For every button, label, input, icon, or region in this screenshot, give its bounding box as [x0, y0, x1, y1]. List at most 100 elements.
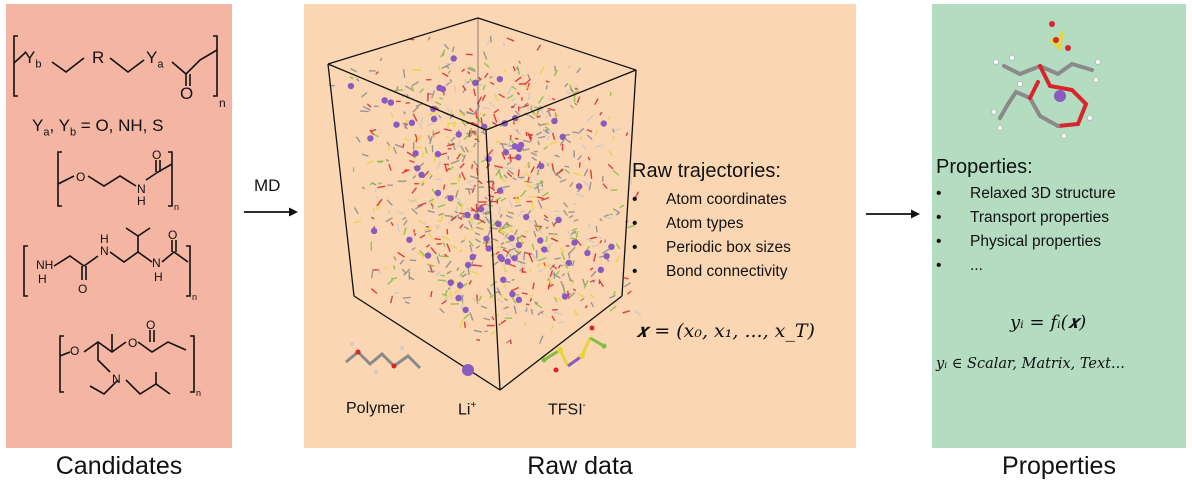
bond-segment	[543, 262, 546, 266]
bond-segment	[531, 156, 538, 162]
lithium-atom	[555, 216, 562, 224]
lithium-atom	[496, 75, 504, 83]
bond-segment	[420, 117, 424, 125]
bond-segment	[594, 98, 599, 106]
bond-segment	[589, 169, 593, 179]
bond-segment	[491, 181, 495, 187]
bond-segment	[472, 108, 479, 116]
bond-segment	[540, 188, 544, 191]
bond-segment	[514, 229, 518, 236]
lithium-atom	[455, 294, 462, 302]
bond-segment	[465, 208, 471, 211]
bond-segment	[371, 216, 375, 220]
bond-segment	[465, 188, 474, 191]
bond-segment	[519, 105, 525, 109]
bond-segment	[587, 222, 591, 228]
bond-segment	[459, 162, 465, 169]
bond-segment	[369, 181, 374, 186]
bond-segment	[519, 236, 524, 243]
bond-segment	[434, 224, 439, 228]
bond-segment	[460, 239, 465, 243]
formula-ya: Ya	[146, 48, 164, 71]
bond-segment	[460, 153, 465, 158]
bond-segment	[450, 216, 457, 222]
bond-segment	[489, 75, 493, 79]
bond-segment	[511, 97, 517, 102]
bond-segment	[402, 216, 407, 221]
bond-segment	[467, 267, 470, 276]
bond-segment	[447, 286, 451, 291]
mol3-n-upper: N	[100, 244, 109, 258]
lithium-atom	[522, 213, 530, 221]
bond-segment	[449, 291, 453, 300]
bond-segment	[529, 174, 533, 181]
bond-segment	[434, 238, 441, 241]
bond-segment	[476, 96, 483, 105]
bond-segment	[583, 280, 589, 289]
bond-segment	[517, 169, 520, 177]
bond-segment	[554, 65, 557, 72]
bond-segment	[502, 185, 511, 189]
mol4-n: N	[112, 372, 121, 386]
properties-caption: Properties	[1002, 452, 1116, 480]
bond-segment	[418, 180, 425, 186]
bond-segment	[565, 244, 570, 247]
bond-segment	[376, 160, 384, 163]
bond-segment	[586, 245, 590, 251]
bond-segment	[599, 218, 603, 222]
mol3-o: O	[78, 282, 88, 296]
bond-segment	[499, 213, 503, 218]
bond-segment	[532, 282, 535, 290]
bond-segment	[511, 278, 515, 282]
lithium-atom	[541, 246, 548, 253]
bond-segment	[467, 149, 472, 153]
bond-segment	[471, 163, 474, 169]
bond-segment	[578, 136, 583, 140]
bond-segment	[457, 175, 460, 182]
bond-segment	[514, 76, 522, 83]
bond-segment	[594, 129, 599, 136]
bond-segment	[469, 107, 474, 113]
bond-segment	[536, 185, 540, 194]
bond-segment	[503, 306, 509, 310]
bond-segment	[503, 233, 510, 240]
bond-segment	[523, 251, 526, 261]
bond-segment	[484, 72, 489, 79]
bond-segment	[530, 151, 538, 157]
bond-segment	[434, 101, 442, 106]
bond-segment	[362, 105, 372, 112]
bond-segment	[474, 232, 481, 236]
bond-segment	[482, 210, 490, 215]
bond-segment	[350, 67, 358, 73]
bond-segment	[615, 212, 620, 216]
bond-segment	[542, 191, 549, 197]
bond-segment	[494, 164, 504, 169]
lithium-atom	[515, 241, 523, 249]
bond-segment	[547, 282, 551, 290]
bond-segment	[442, 242, 446, 248]
bond-segment	[487, 149, 494, 157]
bond-segment	[550, 237, 559, 242]
bond-segment	[484, 205, 490, 213]
bond-segment	[461, 273, 467, 278]
bond-segment	[495, 312, 500, 318]
bond-segment	[612, 135, 615, 141]
bond-segment	[505, 208, 508, 213]
bond-segment	[390, 221, 394, 226]
lithium-atom	[509, 290, 516, 298]
bond-segment	[450, 214, 460, 220]
bond-segment	[528, 269, 532, 274]
bond-segment	[366, 160, 374, 165]
bond-segment	[535, 249, 538, 259]
bond-segment	[426, 172, 432, 176]
bond-segment	[446, 270, 452, 275]
bond-segment	[361, 153, 369, 157]
bond-segment	[571, 227, 578, 232]
bond-segment	[415, 138, 418, 143]
bond-segment	[396, 224, 400, 233]
bond-segment	[483, 317, 491, 321]
bond-segment	[475, 245, 481, 249]
lithium-ion-icon	[462, 364, 474, 376]
bond-segment	[461, 154, 467, 163]
